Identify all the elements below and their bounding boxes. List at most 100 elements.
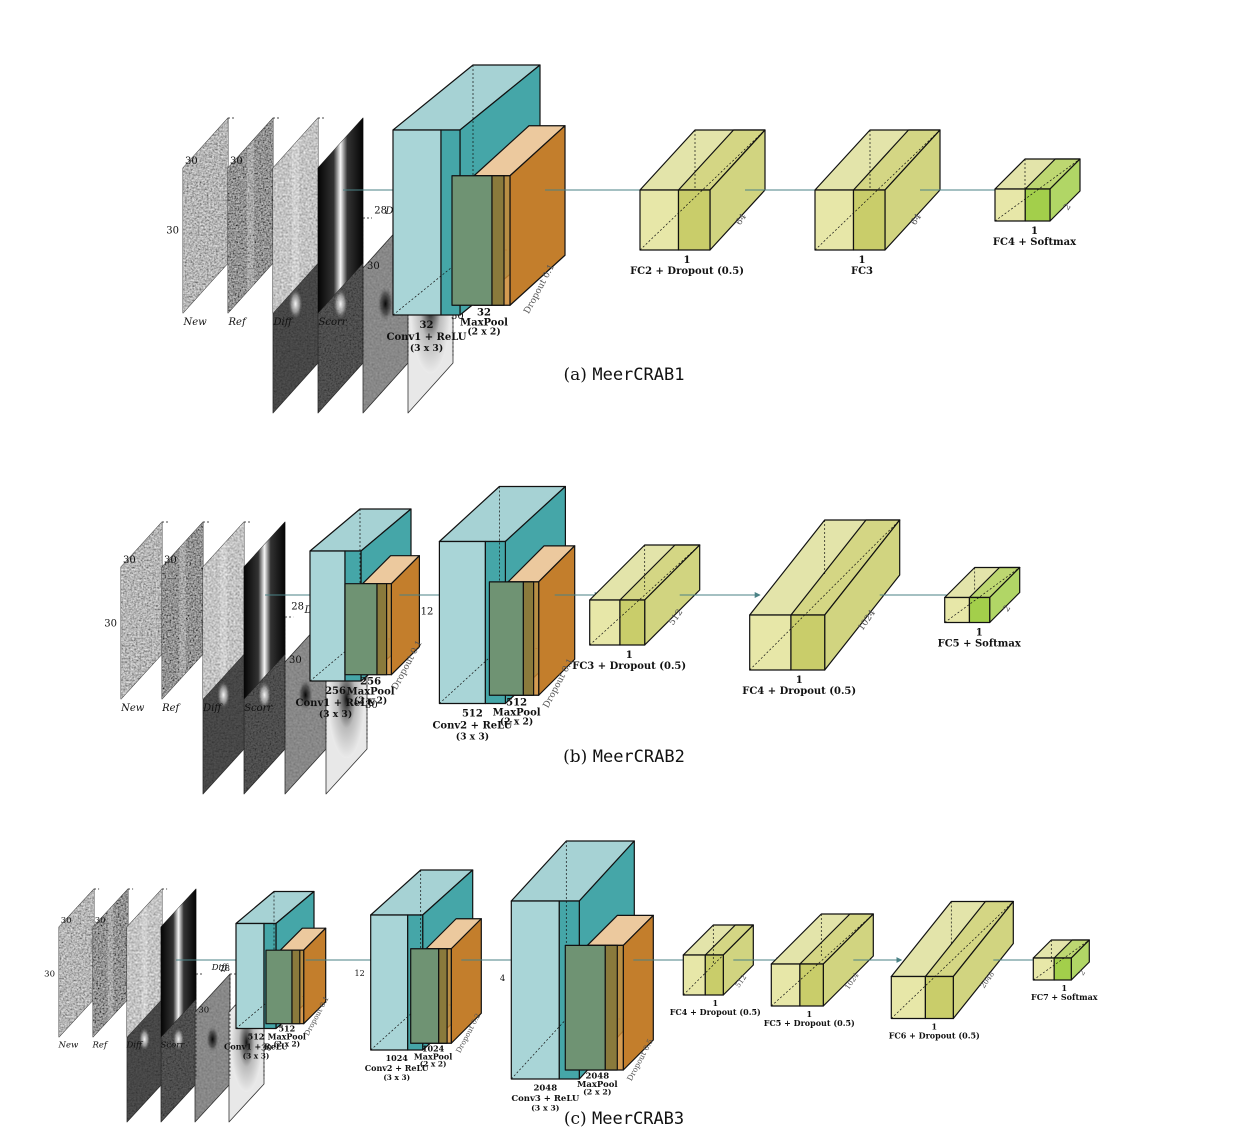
p2-l0-conv-hidden [309,638,361,682]
p2-l3-fc-name-label: FC4 + Dropout (0.5) [742,686,856,697]
p3-l1-conv-name-label: Conv2 + ReLU [365,1063,429,1073]
p3-l5-fc-name-label: FC6 + Dropout (0.5) [889,1031,980,1041]
p2-l1-conv-hidden [439,648,500,704]
p1-front-streak-2 [291,118,300,313]
p3-l0-conv-kernel-label: (3 x 3) [243,1052,270,1061]
p1-bottom-label-new: New [183,317,208,328]
p1-front-dim-1: 30 [230,156,243,167]
p2-l1-conv-size-label: 12 [421,606,434,617]
p1-back-dim-2: 30 [367,261,380,272]
p3-l1-conv-front [370,914,409,1051]
p1-back-source-2 [377,286,394,322]
p3-back-dim-2: 30 [198,1006,209,1016]
p2-l1-conv-count-label: 512 [462,709,483,720]
p2-bottom-label-diff: Diff [202,703,223,714]
panel-meercrab1: 3030303030NewRefDiffScorr303030NewRefDif… [166,64,1081,414]
p1-front-dim-0: 30 [185,156,198,167]
p2-l1-conv-front [438,540,486,705]
p1-bottom-label-ref: Ref [228,317,248,328]
p3-l0-conv-count-label: 512 [248,1032,265,1042]
p2-l3-fc-diag [749,519,900,671]
p2-l2-fc-band [619,599,646,646]
p3-l6-fc-depth-label: 2 [1077,968,1087,977]
p2-l1-pool-front [488,581,525,696]
p3-l2-conv-front [510,900,560,1080]
p3-l1-conv-kernel-label: (3 x 3) [383,1073,410,1082]
p1-l1-fc-name-label: FC2 + Dropout (0.5) [630,266,744,277]
p3-l5-fc-front [890,975,927,1020]
p3-l2-conv-hidden [511,1018,567,1080]
p2-l0-pool-kernel-label: (2 x 2) [354,696,387,707]
p1-l3-fc-diag [994,158,1081,222]
p1-l0-pool-band [491,175,505,306]
p2-front-dim-0: 30 [123,555,136,566]
p1-bottom-label-diff: Diff [273,317,294,328]
p1-bottom-label-scorr: Scorr [319,317,348,328]
p1-l2-fc-diag [814,129,941,251]
p1-l0-conv-front [392,129,442,316]
p2-back-source-2 [298,679,313,711]
p3-caption-name: MeerCRAB3 [592,1109,684,1129]
p3-back-source-1 [172,1026,185,1053]
p2-l0-conv-kernel-label: (3 x 3) [319,709,352,720]
p3-l2-conv-size-label: 4 [500,974,505,984]
p1-l0-conv-size-label: 28 [374,205,387,216]
p1-l1-fc-one-label: 1 [684,255,691,266]
p3-l4-fc-diag [771,913,874,1007]
p2-l4-fc-name-label: FC5 + Softmax [938,639,1022,650]
p1-back-dim-right: 30 [451,311,464,322]
p3-l0-conv-name-label: Conv1 + ReLU [224,1042,288,1052]
p2-front-dim-left: 30 [104,618,117,629]
p3-l5-fc-diag [891,901,1014,1019]
p1-l0-conv-count-label: 32 [420,320,434,331]
p3-l1-pool-count-label: 1024 [422,1043,445,1053]
p3-l2-pool-count-label: 2048 [585,1072,609,1082]
p2-l2-fc-front [589,599,621,646]
p3-l3-fc-one-label: 1 [713,998,719,1008]
p2-front-streak-2 [220,522,227,699]
p2-front-dim-1: 30 [164,555,177,566]
p1-l2-fc-front [814,189,855,251]
p1-l3-fc-band [1024,188,1051,222]
p2-back-source-0 [216,679,231,711]
p2-l3-fc-front [749,614,792,671]
p3-l1-pool-band [438,948,448,1044]
p1-front-streak-1 [246,118,255,313]
p1-l3-fc-one-label: 1 [1031,226,1038,237]
p3-l4-fc-one-label: 1 [807,1009,813,1019]
p2-caption-prefix: (b) [563,747,593,767]
p1-l0-pool-kernel-label: (2 x 2) [467,326,500,337]
p1-l3-fc-depth-label: 2 [1062,202,1073,212]
p3-l0-pool-band [291,949,301,1025]
p3-l1-pool-name-label: MaxPool [414,1051,452,1061]
p3-bottom-label-diff: Diff [126,1041,145,1051]
p3-l4-fc-name-label: FC5 + Dropout (0.5) [764,1018,855,1028]
p2-l1-conv-kernel-label: (3 x 3) [456,732,489,743]
p1-back-source-1 [332,286,349,322]
p3-front-streak-1 [107,889,114,1037]
p3-l6-fc-one-label: 1 [1062,983,1068,993]
p3-l1-pool-front [410,948,440,1044]
p3-back-dim-right: 30 [261,1044,272,1054]
p3-l6-fc-diag [1033,939,1090,981]
p3-l0-pool-name-label: MaxPool [268,1032,306,1042]
p2-l4-fc-depth-label: 2 [1002,604,1013,614]
p3-l1-conv-size-label: 12 [355,969,365,978]
p2-l0-pool-count-label: 256 [360,677,381,688]
p3-l2-conv-kernel-label: (3 x 3) [531,1104,559,1113]
p3-front-dim-1: 30 [95,916,106,926]
p2-l1-conv-name-label: Conv2 + ReLU [432,721,512,732]
p2-l2-fc-one-label: 1 [626,650,633,661]
p3-l2-pool-kernel-label: (2 x 2) [583,1088,611,1097]
p2-l3-fc-band [790,614,826,671]
p2-bottom-label-scorr: Scorr [244,703,273,714]
p1-front-noise-0 [183,118,228,313]
